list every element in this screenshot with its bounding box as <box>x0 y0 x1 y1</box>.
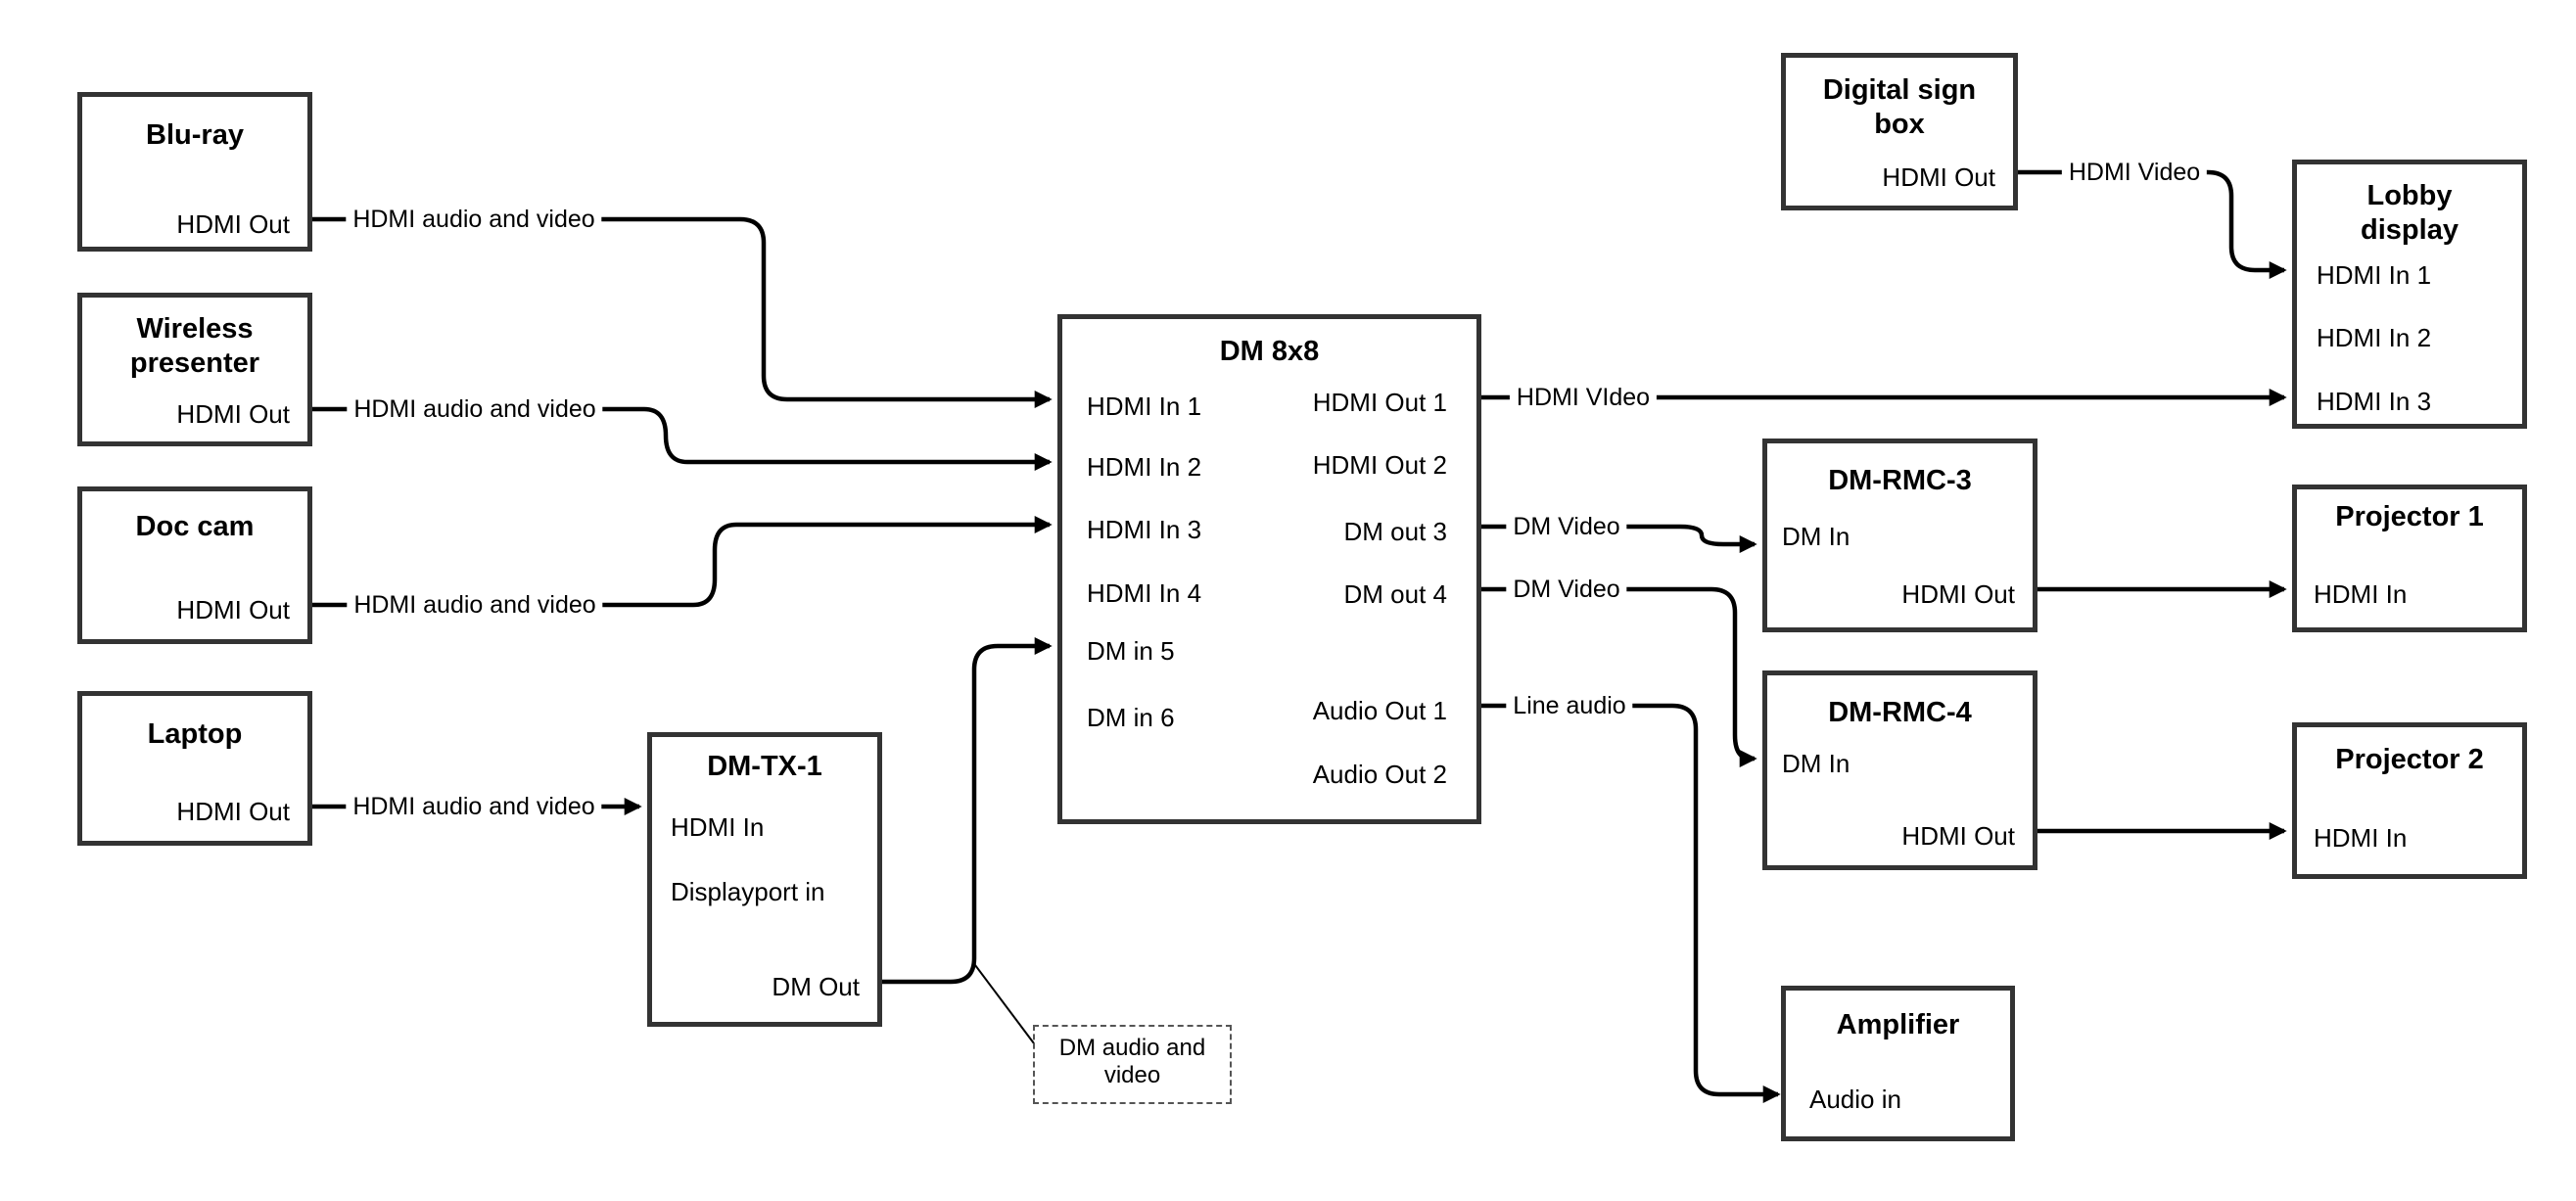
port-dm-out: DM Out <box>772 972 860 1001</box>
wire-label-hdmi-av-laptop: HDMI audio and video <box>346 792 602 821</box>
note-callout-line <box>974 964 1035 1044</box>
port-hdmi-in-2: HDMI In 2 <box>2317 323 2432 352</box>
port-hdmi-in-3: HDMI In 3 <box>1087 515 1202 544</box>
device-title: Laptop <box>147 718 243 750</box>
port-audio-in: Audio in <box>1809 1085 1901 1114</box>
port-hdmi-out: HDMI Out <box>176 399 290 429</box>
device-box-dm-8x8: DM 8x8 HDMI In 1 HDMI In 2 HDMI In 3 HDM… <box>1057 314 1481 824</box>
device-title: Lobby display <box>2361 180 2459 246</box>
port-dm-in-6: DM in 6 <box>1087 703 1175 732</box>
port-hdmi-in: HDMI In <box>2314 579 2408 609</box>
device-box-dm-rmc-4: DM-RMC-4 DM In HDMI Out <box>1762 670 2037 870</box>
device-title: DM 8x8 <box>1219 336 1320 367</box>
port-hdmi-in: HDMI In <box>671 812 765 842</box>
port-dm-out-4: DM out 4 <box>1343 579 1448 609</box>
port-hdmi-out: HDMI Out <box>1901 821 2015 851</box>
link-doccam-to-dm8x8-in3 <box>312 516 1053 608</box>
port-hdmi-out: HDMI Out <box>176 209 290 239</box>
port-audio-out-2: Audio Out 2 <box>1312 760 1447 789</box>
device-box-doc-cam: Doc cam HDMI Out <box>77 486 312 644</box>
port-hdmi-in-1: HDMI In 1 <box>1087 392 1202 421</box>
device-title: Amplifier <box>1836 1009 1960 1040</box>
port-hdmi-out-1: HDMI Out 1 <box>1312 388 1447 417</box>
device-title: Projector 1 <box>2335 501 2484 532</box>
port-dm-in-5: DM in 5 <box>1087 636 1175 666</box>
port-hdmi-out-2: HDMI Out 2 <box>1312 450 1447 480</box>
port-displayport-in: Displayport in <box>671 877 825 906</box>
device-box-dm-rmc-3: DM-RMC-3 DM In HDMI Out <box>1762 439 2037 632</box>
device-title: Doc cam <box>135 511 255 542</box>
device-title: DM-RMC-3 <box>1828 465 1972 496</box>
device-box-projector-2: Projector 2 HDMI In <box>2292 722 2527 879</box>
link-dm8x8-out3-to-rmc3 <box>1481 524 1757 553</box>
link-wireless-to-dm8x8-in2 <box>312 406 1053 471</box>
device-box-amplifier: Amplifier Audio in <box>1781 986 2015 1141</box>
wire-label-dm-video-out4: DM Video <box>1506 575 1627 604</box>
note-dm-audio-and-video: DM audio and video <box>1033 1025 1232 1104</box>
device-box-blu-ray: Blu-ray HDMI Out <box>77 92 312 252</box>
device-box-laptop: Laptop HDMI Out <box>77 691 312 846</box>
device-box-digital-sign-box: Digital sign box HDMI Out <box>1781 53 2018 210</box>
device-title: DM-RMC-4 <box>1828 697 1972 728</box>
port-hdmi-out: HDMI Out <box>1901 579 2015 609</box>
port-hdmi-in-1: HDMI In 1 <box>2317 260 2432 290</box>
wire-label-line-audio: Line audio <box>1506 691 1633 720</box>
link-bluray-to-dm8x8-in1 <box>312 216 1053 408</box>
device-title: Blu-ray <box>146 119 244 151</box>
wire-label-dm-video-out3: DM Video <box>1506 512 1627 541</box>
link-dm8x8-out4-to-rmc4 <box>1481 586 1757 767</box>
port-hdmi-in-3: HDMI In 3 <box>2317 387 2432 416</box>
device-title: Wireless presenter <box>129 313 260 379</box>
device-box-dm-tx-1: DM-TX-1 HDMI In Displayport in DM Out <box>647 732 882 1027</box>
device-box-lobby-display: Lobby display HDMI In 1 HDMI In 2 HDMI I… <box>2292 160 2527 429</box>
port-hdmi-in-2: HDMI In 2 <box>1087 452 1202 482</box>
link-dmtx1-to-dm8x8-in5 <box>882 637 1053 985</box>
port-hdmi-out: HDMI Out <box>1882 162 1995 192</box>
device-box-projector-1: Projector 1 HDMI In <box>2292 485 2527 632</box>
device-title: Digital sign box <box>1822 74 1977 140</box>
device-title: Projector 2 <box>2335 744 2484 775</box>
port-hdmi-in: HDMI In <box>2314 823 2408 853</box>
wire-label-hdmi-video-sign: HDMI Video <box>2061 158 2208 187</box>
device-title: DM-TX-1 <box>707 751 822 782</box>
port-dm-in: DM In <box>1782 522 1850 551</box>
port-dm-out-3: DM out 3 <box>1343 517 1448 546</box>
port-audio-out-1: Audio Out 1 <box>1312 696 1447 725</box>
wire-label-hdmi-video-out1: HDMI VIdeo <box>1509 383 1658 412</box>
device-box-wireless-presenter: Wireless presenter HDMI Out <box>77 293 312 446</box>
link-signbox-to-lobby-in1 <box>2018 169 2287 279</box>
link-dm8x8-audio1-to-amp <box>1481 703 1781 1103</box>
port-hdmi-out: HDMI Out <box>176 797 290 826</box>
port-dm-in: DM In <box>1782 749 1850 778</box>
port-hdmi-out: HDMI Out <box>176 595 290 624</box>
wire-label-hdmi-av-doccam: HDMI audio and video <box>347 590 603 620</box>
wire-label-hdmi-av-wireless: HDMI audio and video <box>347 394 603 424</box>
port-hdmi-in-4: HDMI In 4 <box>1087 578 1202 608</box>
wire-label-hdmi-av-bluray: HDMI audio and video <box>346 205 602 234</box>
